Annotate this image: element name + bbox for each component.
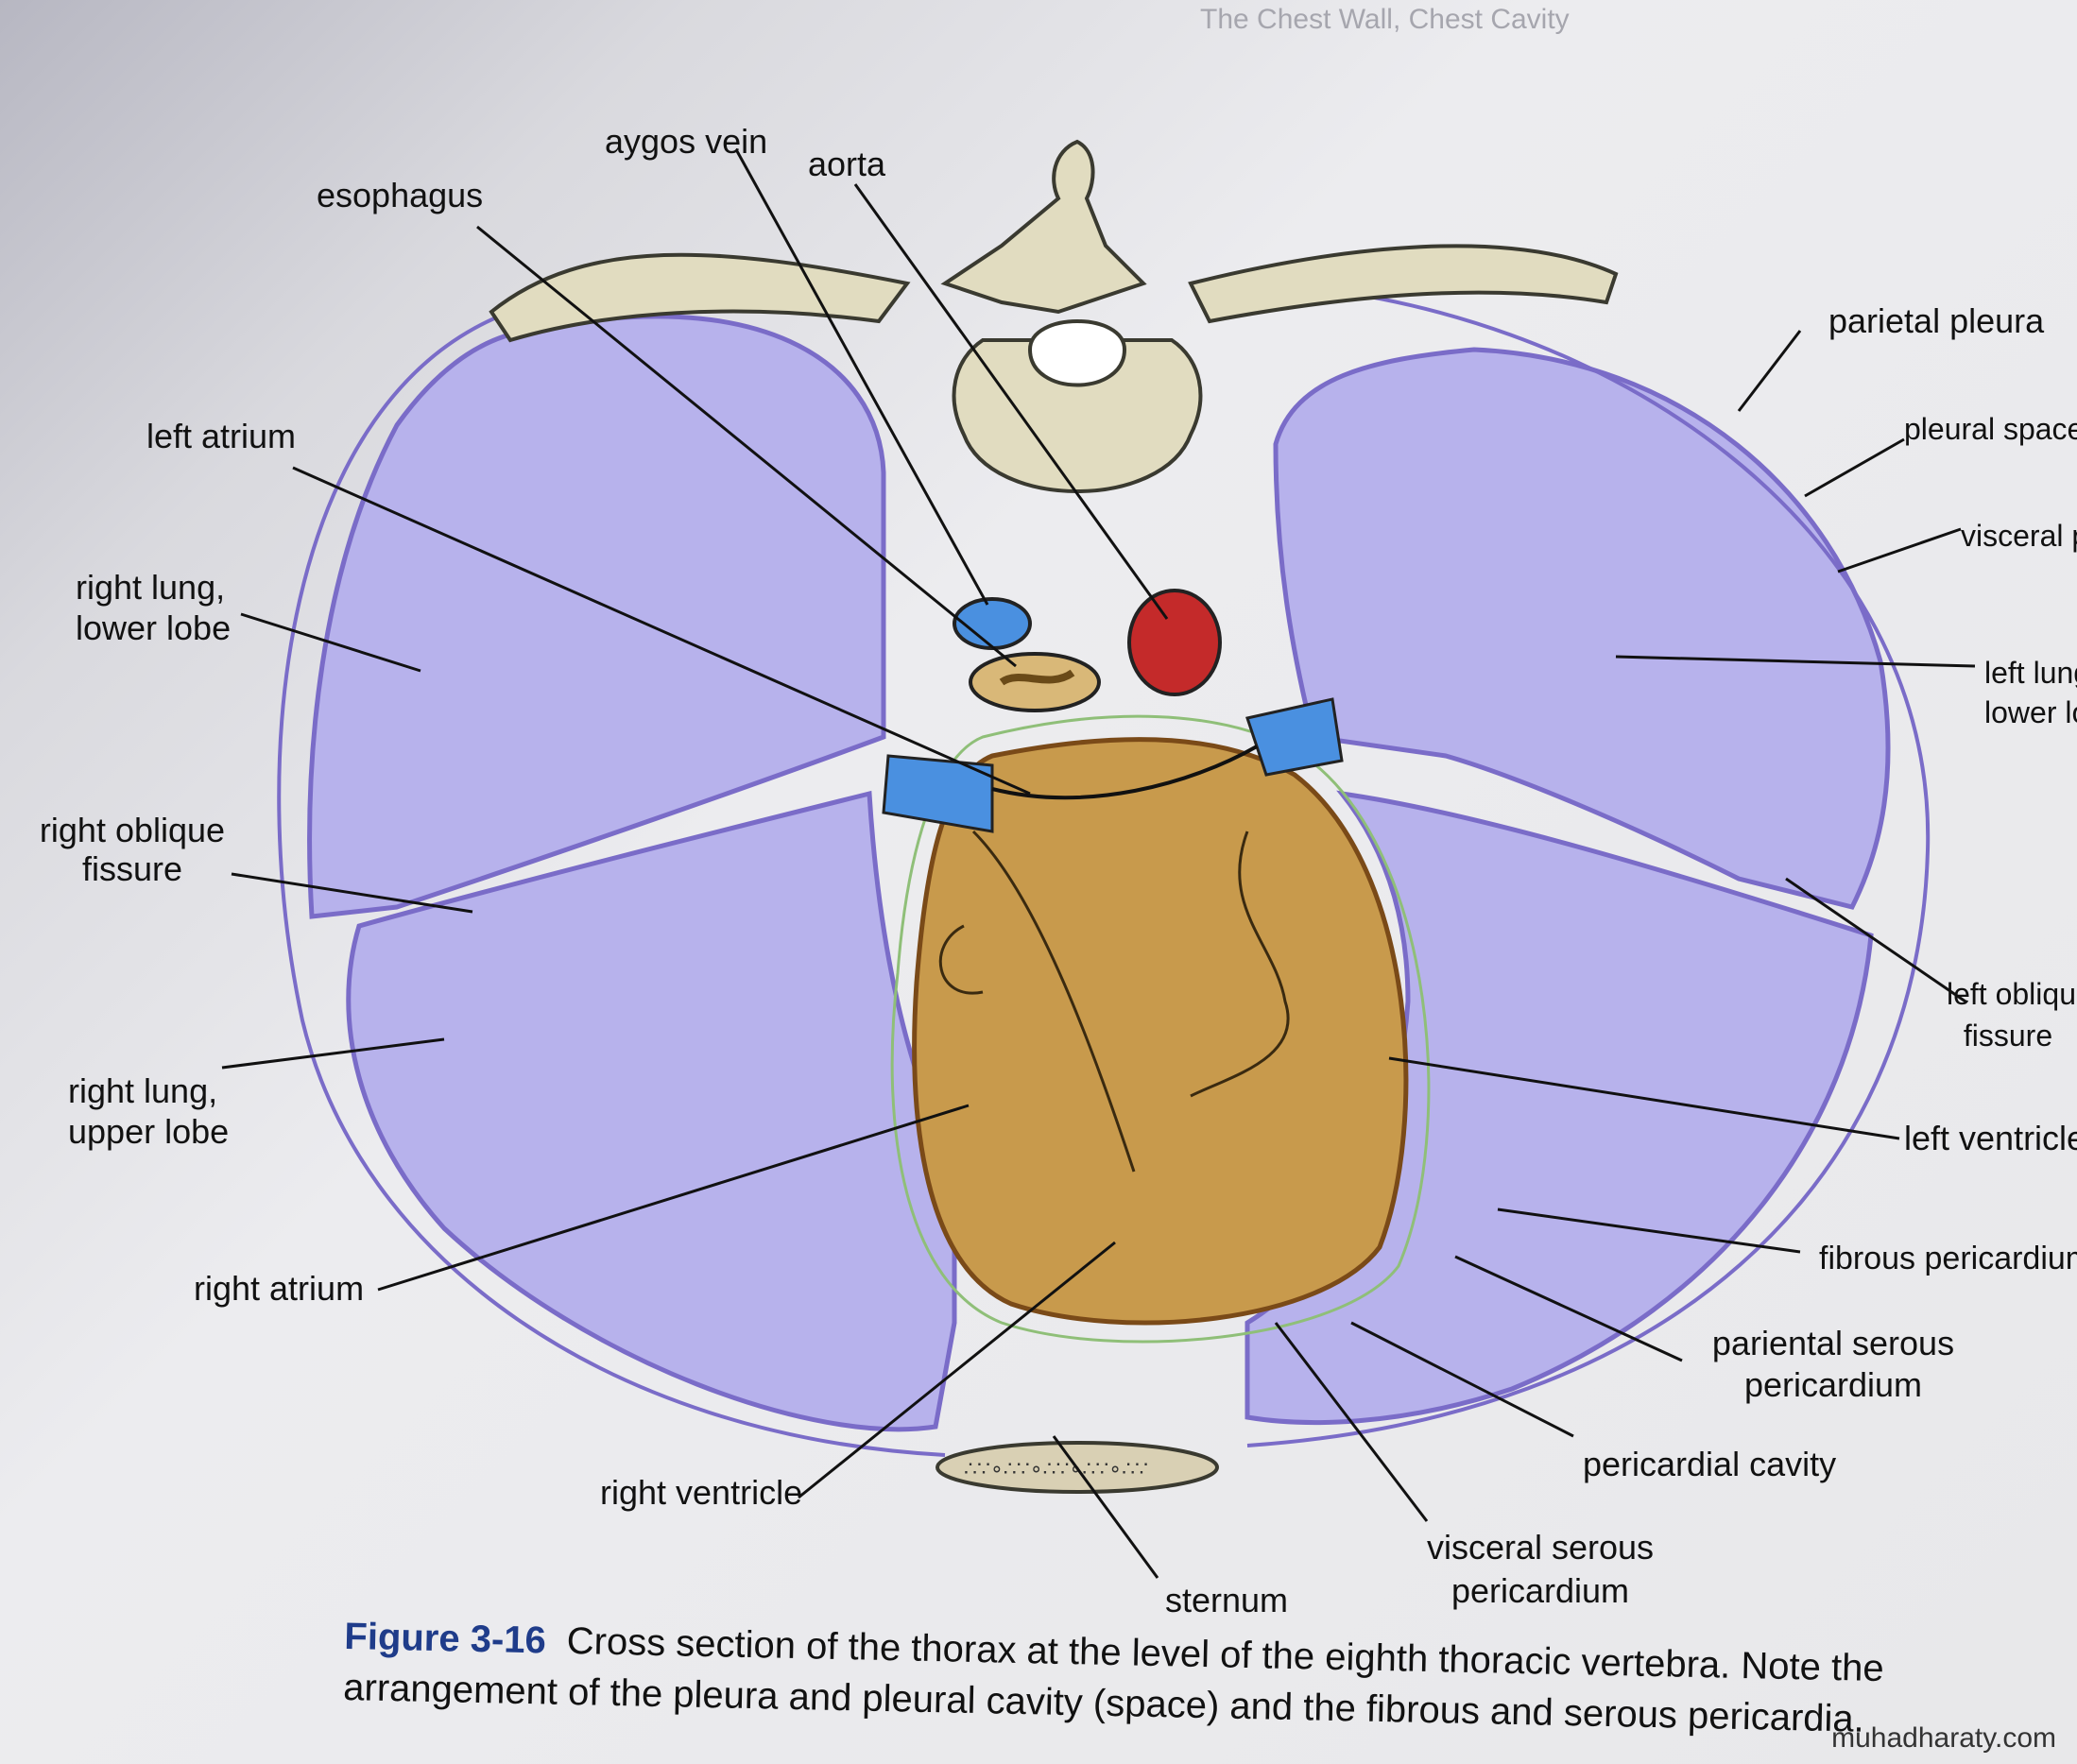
right-lung-lower-lobe <box>307 314 886 919</box>
label-left-ventricle: left ventricle <box>1904 1119 2077 1157</box>
right-rib <box>1188 244 1619 324</box>
label-left-atrium: left atrium <box>146 417 297 455</box>
leader-lines <box>221 150 1976 1579</box>
running-head: The Chest Wall, Chest Cavity <box>1200 4 1570 35</box>
right-lung <box>277 310 957 1457</box>
label-right-ventricle: right ventricle <box>600 1473 803 1512</box>
left-atrium-vessel-right <box>1245 697 1344 777</box>
label-left-lung-lower-lobe-line1: left lung, <box>1984 656 2077 690</box>
heart-valve-ring <box>938 924 984 995</box>
esophagus-lumen <box>999 669 1075 686</box>
sternum-texture: ∴∵∘∴∵∘∴∵∘∴∵∘∴∵ <box>964 1459 1148 1482</box>
right-parietal-pleura <box>277 310 946 1457</box>
label-fibrous-pericardium: fibrous pericardium <box>1819 1241 2077 1276</box>
label-pleural-space: pleural space <box>1904 412 2077 446</box>
label-right-lung-upper-lobe-line1: right lung, <box>68 1071 218 1110</box>
vertebral-foramen <box>1027 319 1127 387</box>
label-right-lung-upper-lobe-line2: upper lobe <box>68 1112 230 1151</box>
figure-number: Figure 3-16 <box>343 1615 547 1662</box>
label-sternum: sternum <box>1165 1581 1289 1619</box>
label-right-oblique-fissure-line2: fissure <box>81 849 183 888</box>
vertebral-body <box>952 338 1203 493</box>
watermark: muhadharaty.com <box>1831 1722 2056 1754</box>
heart-internal-line <box>971 830 1136 1173</box>
label-pariental-serous-pericardium-line1: pariental serous <box>1711 1324 1955 1362</box>
heart-septum <box>1190 831 1290 1098</box>
label-right-oblique-fissure-line1: right oblique <box>39 811 226 849</box>
label-visceral-serous-pericardium-line2: pericardium <box>1450 1571 1630 1610</box>
label-aorta: aorta <box>808 145 886 183</box>
label-aygos-vein: aygos vein <box>605 122 768 161</box>
label-parietal-pleura: parietal pleura <box>1828 301 2045 340</box>
left-atrium-top <box>991 745 1258 800</box>
left-lung <box>1244 282 1931 1447</box>
right-lung-upper-lobe <box>346 790 957 1432</box>
posterior-mediastinum <box>953 589 1222 712</box>
spinous-process <box>940 139 1147 315</box>
label-right-lung-lower-lobe-line2: lower lobe <box>76 608 232 647</box>
label-right-atrium: right atrium <box>194 1269 365 1308</box>
label-left-lung-lower-lobe-line2: lower lob <box>1984 695 2077 729</box>
label-visceral-pleura: visceral ple <box>1961 519 2077 553</box>
label-pericardial-cavity: pericardial cavity <box>1583 1445 1837 1483</box>
label-pariental-serous-pericardium-line2: pericardium <box>1743 1365 1923 1404</box>
left-rib <box>489 252 911 343</box>
left-atrium-vessel-left <box>882 754 994 833</box>
left-lung-upper-lobe <box>1244 790 1874 1426</box>
label-esophagus: esophagus <box>317 176 484 214</box>
label-visceral-serous-pericardium-line1: visceral serous <box>1426 1528 1655 1567</box>
aorta-shape <box>1127 589 1222 696</box>
left-parietal-pleura <box>1246 282 1931 1447</box>
label-right-lung-lower-lobe-line1: right lung, <box>76 568 226 607</box>
label-left-oblique-fissure-line2: fissure <box>1963 1019 2053 1053</box>
label-left-oblique-fissure-line1: left oblique <box>1947 977 2077 1011</box>
vertebra <box>489 139 1619 493</box>
heart <box>882 697 1431 1344</box>
